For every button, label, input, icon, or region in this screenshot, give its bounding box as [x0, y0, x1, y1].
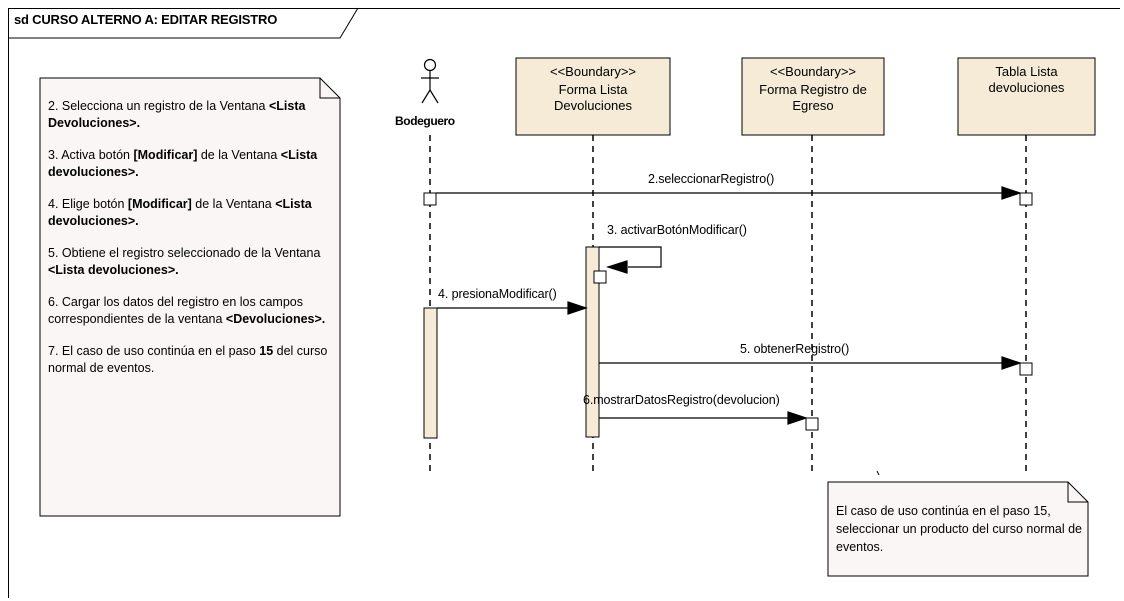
end-note-box	[827, 481, 1089, 577]
message-3-arrow	[599, 246, 662, 274]
frame-title: sd CURSO ALTERNO A: EDITAR REGISTRO	[14, 12, 278, 27]
message-2-arrow	[436, 186, 1022, 200]
forma-registro-name: Forma Registro de Egreso	[759, 82, 867, 113]
message-4-arrow	[437, 301, 588, 315]
forma-registro-stereotype: <<Boundary>>	[769, 64, 857, 79]
actor-figure	[421, 58, 439, 104]
tabla-head: Tabla Lista devoluciones	[958, 64, 1095, 96]
forma-registro-small-box	[805, 417, 819, 431]
steps-note-box	[39, 77, 341, 517]
tabla-box	[957, 57, 1096, 136]
forma-lista-activation	[585, 246, 600, 438]
step-2: 2. Selecciona un registro de la Ventana …	[48, 99, 306, 130]
forma-lista-head: <<Boundary>> Forma Lista Devoluciones	[516, 64, 670, 114]
step-5: 5. Obtiene el registro seleccionado de l…	[48, 246, 321, 277]
tabla-name: Tabla Lista devoluciones	[988, 64, 1065, 95]
message-5-label: 5. obtenerRegistro()	[740, 342, 850, 356]
end-note-text: El caso de uso continúa en el paso 15, s…	[836, 504, 1082, 554]
steps-note-fold	[319, 78, 340, 99]
forma-lista-box	[515, 57, 671, 136]
step-3: 3. Activa botón [Modificar] de la Ventan…	[48, 148, 318, 179]
tabla-small-box-1	[1019, 192, 1033, 206]
forma-registro-head: <<Boundary>> Forma Registro de Egreso	[742, 64, 884, 114]
step-6: 6. Cargar los datos del registro en los …	[48, 295, 326, 326]
message-6-label: 6.mostrarDatosRegistro(devolucion)	[583, 393, 780, 407]
message-6-arrow	[599, 411, 808, 425]
forma-lista-name: Forma Lista Devoluciones	[553, 82, 633, 113]
forma-registro-box	[741, 57, 885, 136]
diagram-frame	[8, 8, 1120, 598]
step-4: 4. Elige botón [Modificar] de la Ventana…	[48, 197, 312, 228]
tabla-small-box-2	[1019, 362, 1033, 376]
forma-lista-self-box	[593, 270, 607, 284]
step-7: 7. El caso de uso continúa en el paso 15…	[48, 344, 328, 375]
forma-lista-stereotype: <<Boundary>>	[549, 64, 637, 79]
message-4-label: 4. presionaModificar()	[438, 287, 557, 301]
actor-label: Bodeguero	[395, 114, 455, 128]
steps-note: 2. Selecciona un registro de la Ventana …	[48, 98, 338, 392]
message-2-label: 2.seleccionarRegistro()	[648, 172, 775, 186]
actor-small-box	[423, 192, 437, 206]
message-3-label: 3. activarBotónModificar()	[607, 223, 747, 237]
message-5-arrow	[599, 356, 1022, 370]
end-note-fold	[1067, 482, 1088, 503]
actor-activation	[423, 307, 438, 439]
frame-tab-border	[8, 7, 359, 39]
note-anchor-tick	[876, 470, 880, 476]
